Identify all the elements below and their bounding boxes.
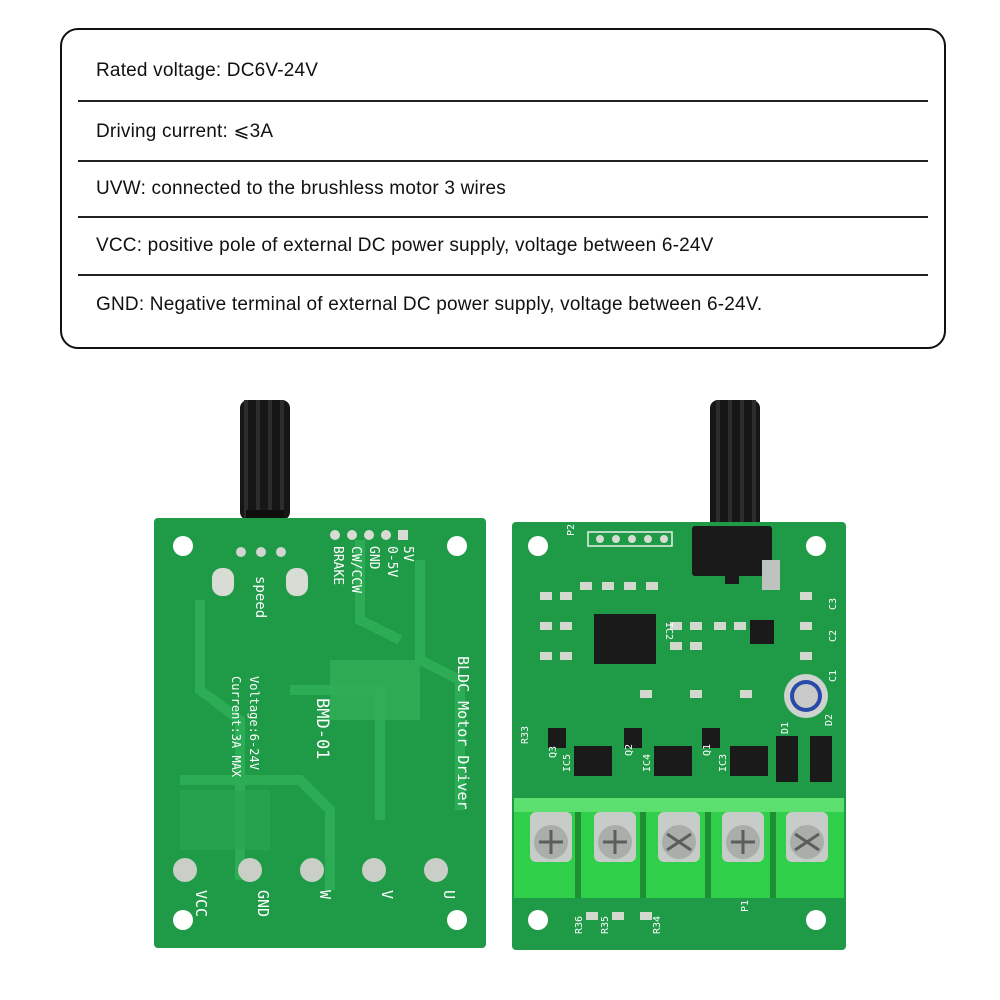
terminal-label-vcc: VCC — [192, 890, 210, 917]
label-p2: P2 — [566, 524, 577, 536]
terminal-label-gnd: GND — [254, 890, 272, 917]
potentiometer-knob-front — [710, 400, 760, 540]
label-c1: C1 — [828, 670, 839, 682]
pin-label-brake: BRAKE — [330, 546, 345, 585]
label-d2: D2 — [824, 714, 835, 726]
label-ic3: IC3 — [718, 754, 729, 772]
spec-vcc: VCC: positive pole of external DC power … — [78, 218, 928, 276]
label-q1: Q1 — [702, 744, 713, 756]
pin-label-cw-ccw: CW/CCW — [348, 546, 363, 593]
board-title: BLDC Motor Driver — [454, 656, 472, 810]
product-photo: 5V 0-5V GND CW/CCW BRAKE speed BLDC Moto… — [154, 400, 846, 950]
pin-label-5v: 5V — [400, 546, 415, 562]
label-r33: R33 — [520, 726, 531, 744]
label-r34: R34 — [652, 916, 663, 934]
current-rating-label: Current:3A MAX — [229, 676, 243, 778]
specification-card: Rated voltage: DC6V-24V Driving current:… — [60, 28, 946, 349]
board-model: BMD-01 — [312, 698, 332, 759]
label-q3: Q3 — [548, 746, 559, 758]
label-ic4: IC4 — [642, 754, 653, 772]
terminal-label-v: V — [378, 890, 396, 899]
voltage-rating-label: Voltage:6-24V — [247, 676, 261, 770]
spec-rated-voltage: Rated voltage: DC6V-24V — [78, 42, 928, 102]
pin-label-gnd: GND — [366, 546, 381, 570]
label-q2: Q2 — [624, 744, 635, 756]
label-ic5: IC5 — [562, 754, 573, 772]
label-c3: C3 — [828, 598, 839, 610]
terminal-label-w: W — [316, 890, 334, 900]
label-d1: D1 — [780, 722, 791, 734]
pcb-front-board: P2 IC2 IC3 IC4 IC5 Q1 Q2 Q3 R33 R34 R35 … — [512, 400, 846, 950]
label-c2: C2 — [828, 630, 839, 642]
spec-gnd: GND: Negative terminal of external DC po… — [96, 294, 763, 315]
pin-label-0-5v: 0-5V — [384, 546, 399, 577]
terminal-label-u: U — [440, 890, 458, 899]
potentiometer-knob — [240, 400, 290, 524]
label-p1: P1 — [740, 900, 751, 912]
label-r36: R36 — [574, 916, 585, 934]
label-ic2: IC2 — [663, 622, 674, 640]
pcb-back-board: 5V 0-5V GND CW/CCW BRAKE speed BLDC Moto… — [154, 400, 486, 948]
spec-uvw: UVW: connected to the brushless motor 3 … — [78, 162, 928, 218]
spec-driving-current: Driving current: ⩽3A — [78, 102, 928, 162]
speed-label: speed — [252, 576, 268, 618]
screw-terminal-block — [514, 798, 844, 898]
label-r35: R35 — [600, 916, 611, 934]
